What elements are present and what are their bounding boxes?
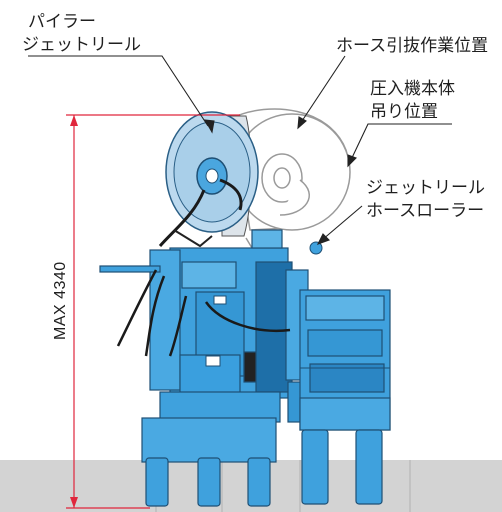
label-roller-line1: ジェットリール [366,178,485,198]
label-reel-line2: ジェットリール [22,35,141,55]
press-machine-body [99,229,391,463]
label-roller-line2: ホースローラー [366,201,485,221]
leader-lines [28,55,452,245]
label-lift-line1: 圧入機本体 [370,79,455,99]
hoses [116,269,291,357]
label-hose-removal-position: ホース引抜作業位置 [336,36,489,56]
machine-legs [145,429,383,507]
label-lift-line2: 吊り位置 [370,102,438,122]
dimension-label: MAX 4340 [52,261,69,340]
height-dimension [66,114,240,509]
jet-reel [158,111,259,248]
body-details [205,241,390,369]
label-reel-line1: パイラー [28,12,96,32]
